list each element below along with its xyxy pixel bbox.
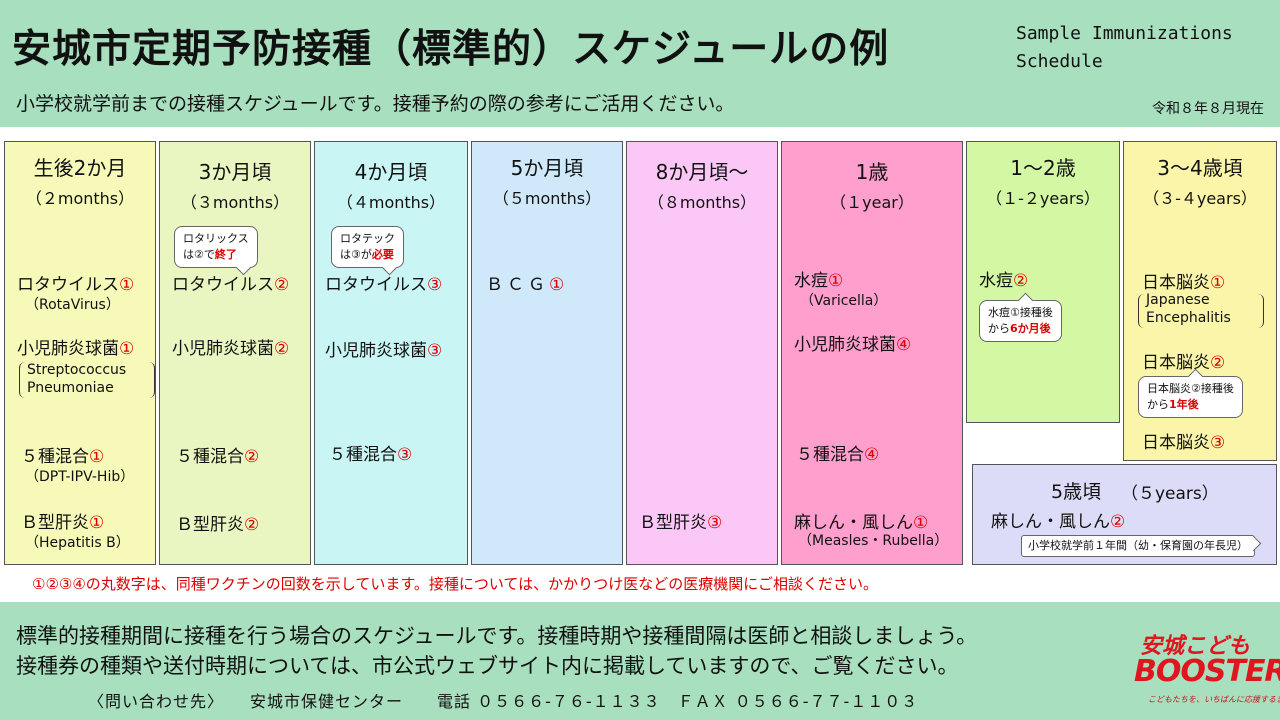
rotarix-callout: ロタリックスは②で終了 xyxy=(174,226,258,268)
column-header: 3か月頃 （３months） xyxy=(160,156,310,213)
vaccine-varicella-2: 水痘② xyxy=(979,271,1029,291)
column-1-2-years: 1～2歳 （１-２years） 水痘② 水痘①接種後から6か月後 xyxy=(966,141,1120,423)
vaccine-japanese-encephalitis-3: 日本脳炎③ xyxy=(1142,433,1226,453)
column-1-year: 1歳 （１year） 水痘① （Varicella） 小児肺炎球菌④ ５種混合④… xyxy=(781,141,963,565)
vaccine-hepatitis-b-en: （Hepatitis B） xyxy=(25,535,130,551)
age-label: 4か月頃 xyxy=(354,160,428,184)
age-label-en: （３-４years） xyxy=(1143,189,1257,208)
vaccine-mr-2: 麻しん・風しん② xyxy=(991,512,1126,532)
age-label-en: （１year） xyxy=(830,193,914,212)
vaccine-five-in-one-en: （DPT-IPV-Hib） xyxy=(25,469,135,485)
footer-line-1: 標準的接種期間に接種を行う場合のスケジュールです。接種時期や接種間隔は医師と相談… xyxy=(16,624,978,648)
age-label-en: （４months） xyxy=(336,193,446,212)
vaccine-japanese-encephalitis-1: 日本脳炎① xyxy=(1142,273,1226,293)
age-label: 3～4歳頃 xyxy=(1157,156,1243,180)
column-2-months: 生後2か月 （２months） ロタウイルス① （RotaVirus） 小児肺炎… xyxy=(4,141,156,565)
vaccine-rotavirus-en: （RotaVirus） xyxy=(25,297,120,313)
vaccine-pneumococcal-3: 小児肺炎球菌③ xyxy=(325,341,443,361)
vaccine-rotavirus-2: ロタウイルス② xyxy=(172,275,290,295)
rotateq-callout: ロタテックは③が必要 xyxy=(331,226,404,268)
vaccine-pneumococcal-2: 小児肺炎球菌② xyxy=(172,339,290,359)
vaccine-mr-1: 麻しん・風しん① xyxy=(794,513,929,533)
column-5-months: 5か月頃 （５months） ＢＣＧ① xyxy=(471,141,623,565)
vaccine-rotavirus-1: ロタウイルス① xyxy=(17,275,135,295)
column-8-months: 8か月頃～ （８months） Ｂ型肝炎③ xyxy=(626,141,778,565)
footer-band xyxy=(0,602,1280,720)
vaccine-five-in-one-1: ５種混合① xyxy=(21,447,105,467)
column-header: 4か月頃 （４months） xyxy=(315,156,467,213)
column-header: 8か月頃～ （８months） xyxy=(627,156,777,213)
column-header: 生後2か月 （２months） xyxy=(5,152,155,209)
age-label-en: （１-２years） xyxy=(986,189,1100,208)
vaccine-varicella-en: （Varicella） xyxy=(800,293,888,309)
bracket xyxy=(19,362,155,398)
vaccine-five-in-one-4: ５種混合④ xyxy=(796,445,880,465)
page-title: 安城市定期予防接種（標準的）スケジュールの例 xyxy=(12,27,890,72)
column-header: 3～4歳頃 （３-４years） xyxy=(1124,152,1276,209)
column-4-months: 4か月頃 （４months） ロタテックは③が必要 ロタウイルス③ 小児肺炎球菌… xyxy=(314,141,468,565)
contact-info: 〈問い合わせ先〉 安城市保健センター 電話 ０５６６-７６-１１３３ ＦＡＸ ０… xyxy=(88,692,919,711)
age-label-en: （２months） xyxy=(25,189,135,208)
page-subtitle: 小学校就学前までの接種スケジュールです。接種予約の際の参考にご活用ください。 xyxy=(16,93,735,115)
bracket xyxy=(1138,294,1264,328)
column-3-4-years: 3～4歳頃 （３-４years） 日本脳炎① Japanese Encephal… xyxy=(1123,141,1277,461)
age-label: 1歳 xyxy=(855,160,889,184)
header-band xyxy=(0,0,1280,127)
vaccine-pneumococcal-en-1: Streptococcus xyxy=(27,362,127,378)
vaccine-mr-en: （Measles・Rubella） xyxy=(798,533,949,549)
age-label: 5か月頃 xyxy=(510,156,584,180)
age-label: 3か月頃 xyxy=(198,160,272,184)
vaccine-japanese-encephalitis-2: 日本脳炎② xyxy=(1142,353,1226,373)
vaccine-hepatitis-b-2: Ｂ型肝炎② xyxy=(176,515,260,535)
age-label-en: （３months） xyxy=(180,193,290,212)
age-label: 生後2か月 xyxy=(33,156,127,180)
vaccine-five-in-one-3: ５種混合③ xyxy=(329,445,413,465)
column-header: 1歳 （１year） xyxy=(782,156,962,213)
mr2-period-note: 小学校就学前１年間（幼・保育園の年長児） xyxy=(1021,535,1255,557)
vaccine-je-en-1: Japanese xyxy=(1146,292,1210,308)
age-label-en: （８months） xyxy=(647,193,757,212)
as-of-date: 令和８年８月現在 xyxy=(1152,101,1264,117)
column-header: 1～2歳 （１-２years） xyxy=(967,152,1119,209)
age-label: 5歳頃 xyxy=(1051,481,1102,503)
column-3-months: 3か月頃 （３months） ロタリックスは②で終了 ロタウイルス② 小児肺炎球… xyxy=(159,141,311,565)
age-label: 1～2歳 xyxy=(1010,156,1076,180)
vaccine-bcg: ＢＣＧ① xyxy=(486,275,569,295)
anjo-kodomo-boosters-logo: 安城こども BOOSTERS こどもたちを、いちばんに応援するまちへ xyxy=(1134,634,1280,704)
circled-number-note: ①②③④の丸数字は、同種ワクチンの回数を示しています。接種については、かかりつけ… xyxy=(32,575,878,593)
vaccine-pneumococcal-en-2: Pneumoniae xyxy=(27,380,114,396)
age-label-en: （５years） xyxy=(1121,484,1219,504)
column-header: 5か月頃 （５months） xyxy=(472,152,622,209)
je-interval-callout: 日本脳炎②接種後から1年後 xyxy=(1138,376,1243,418)
footer-line-2: 接種券の種類や送付時期については、市公式ウェブサイト内に掲載していますので、ご覧… xyxy=(16,654,959,678)
column-5-years: 5歳頃 （５years） 麻しん・風しん② 小学校就学前１年間（幼・保育園の年長… xyxy=(972,464,1277,565)
vaccine-pneumococcal-4: 小児肺炎球菌④ xyxy=(794,335,912,355)
vaccine-hepatitis-b-3: Ｂ型肝炎③ xyxy=(639,513,723,533)
age-label-en: （５months） xyxy=(492,189,602,208)
vaccine-je-en-2: Encephalitis xyxy=(1146,310,1231,326)
vaccine-hepatitis-b-1: Ｂ型肝炎① xyxy=(21,513,105,533)
varicella-interval-callout: 水痘①接種後から6か月後 xyxy=(979,300,1062,342)
vaccine-varicella-1: 水痘① xyxy=(794,271,844,291)
vaccine-five-in-one-2: ５種混合② xyxy=(176,447,260,467)
page-title-en: Sample Immunizations Schedule xyxy=(1016,23,1233,72)
vaccine-rotavirus-3: ロタウイルス③ xyxy=(325,275,443,295)
age-label: 8か月頃～ xyxy=(655,160,749,184)
vaccine-pneumococcal-1: 小児肺炎球菌① xyxy=(17,339,135,359)
